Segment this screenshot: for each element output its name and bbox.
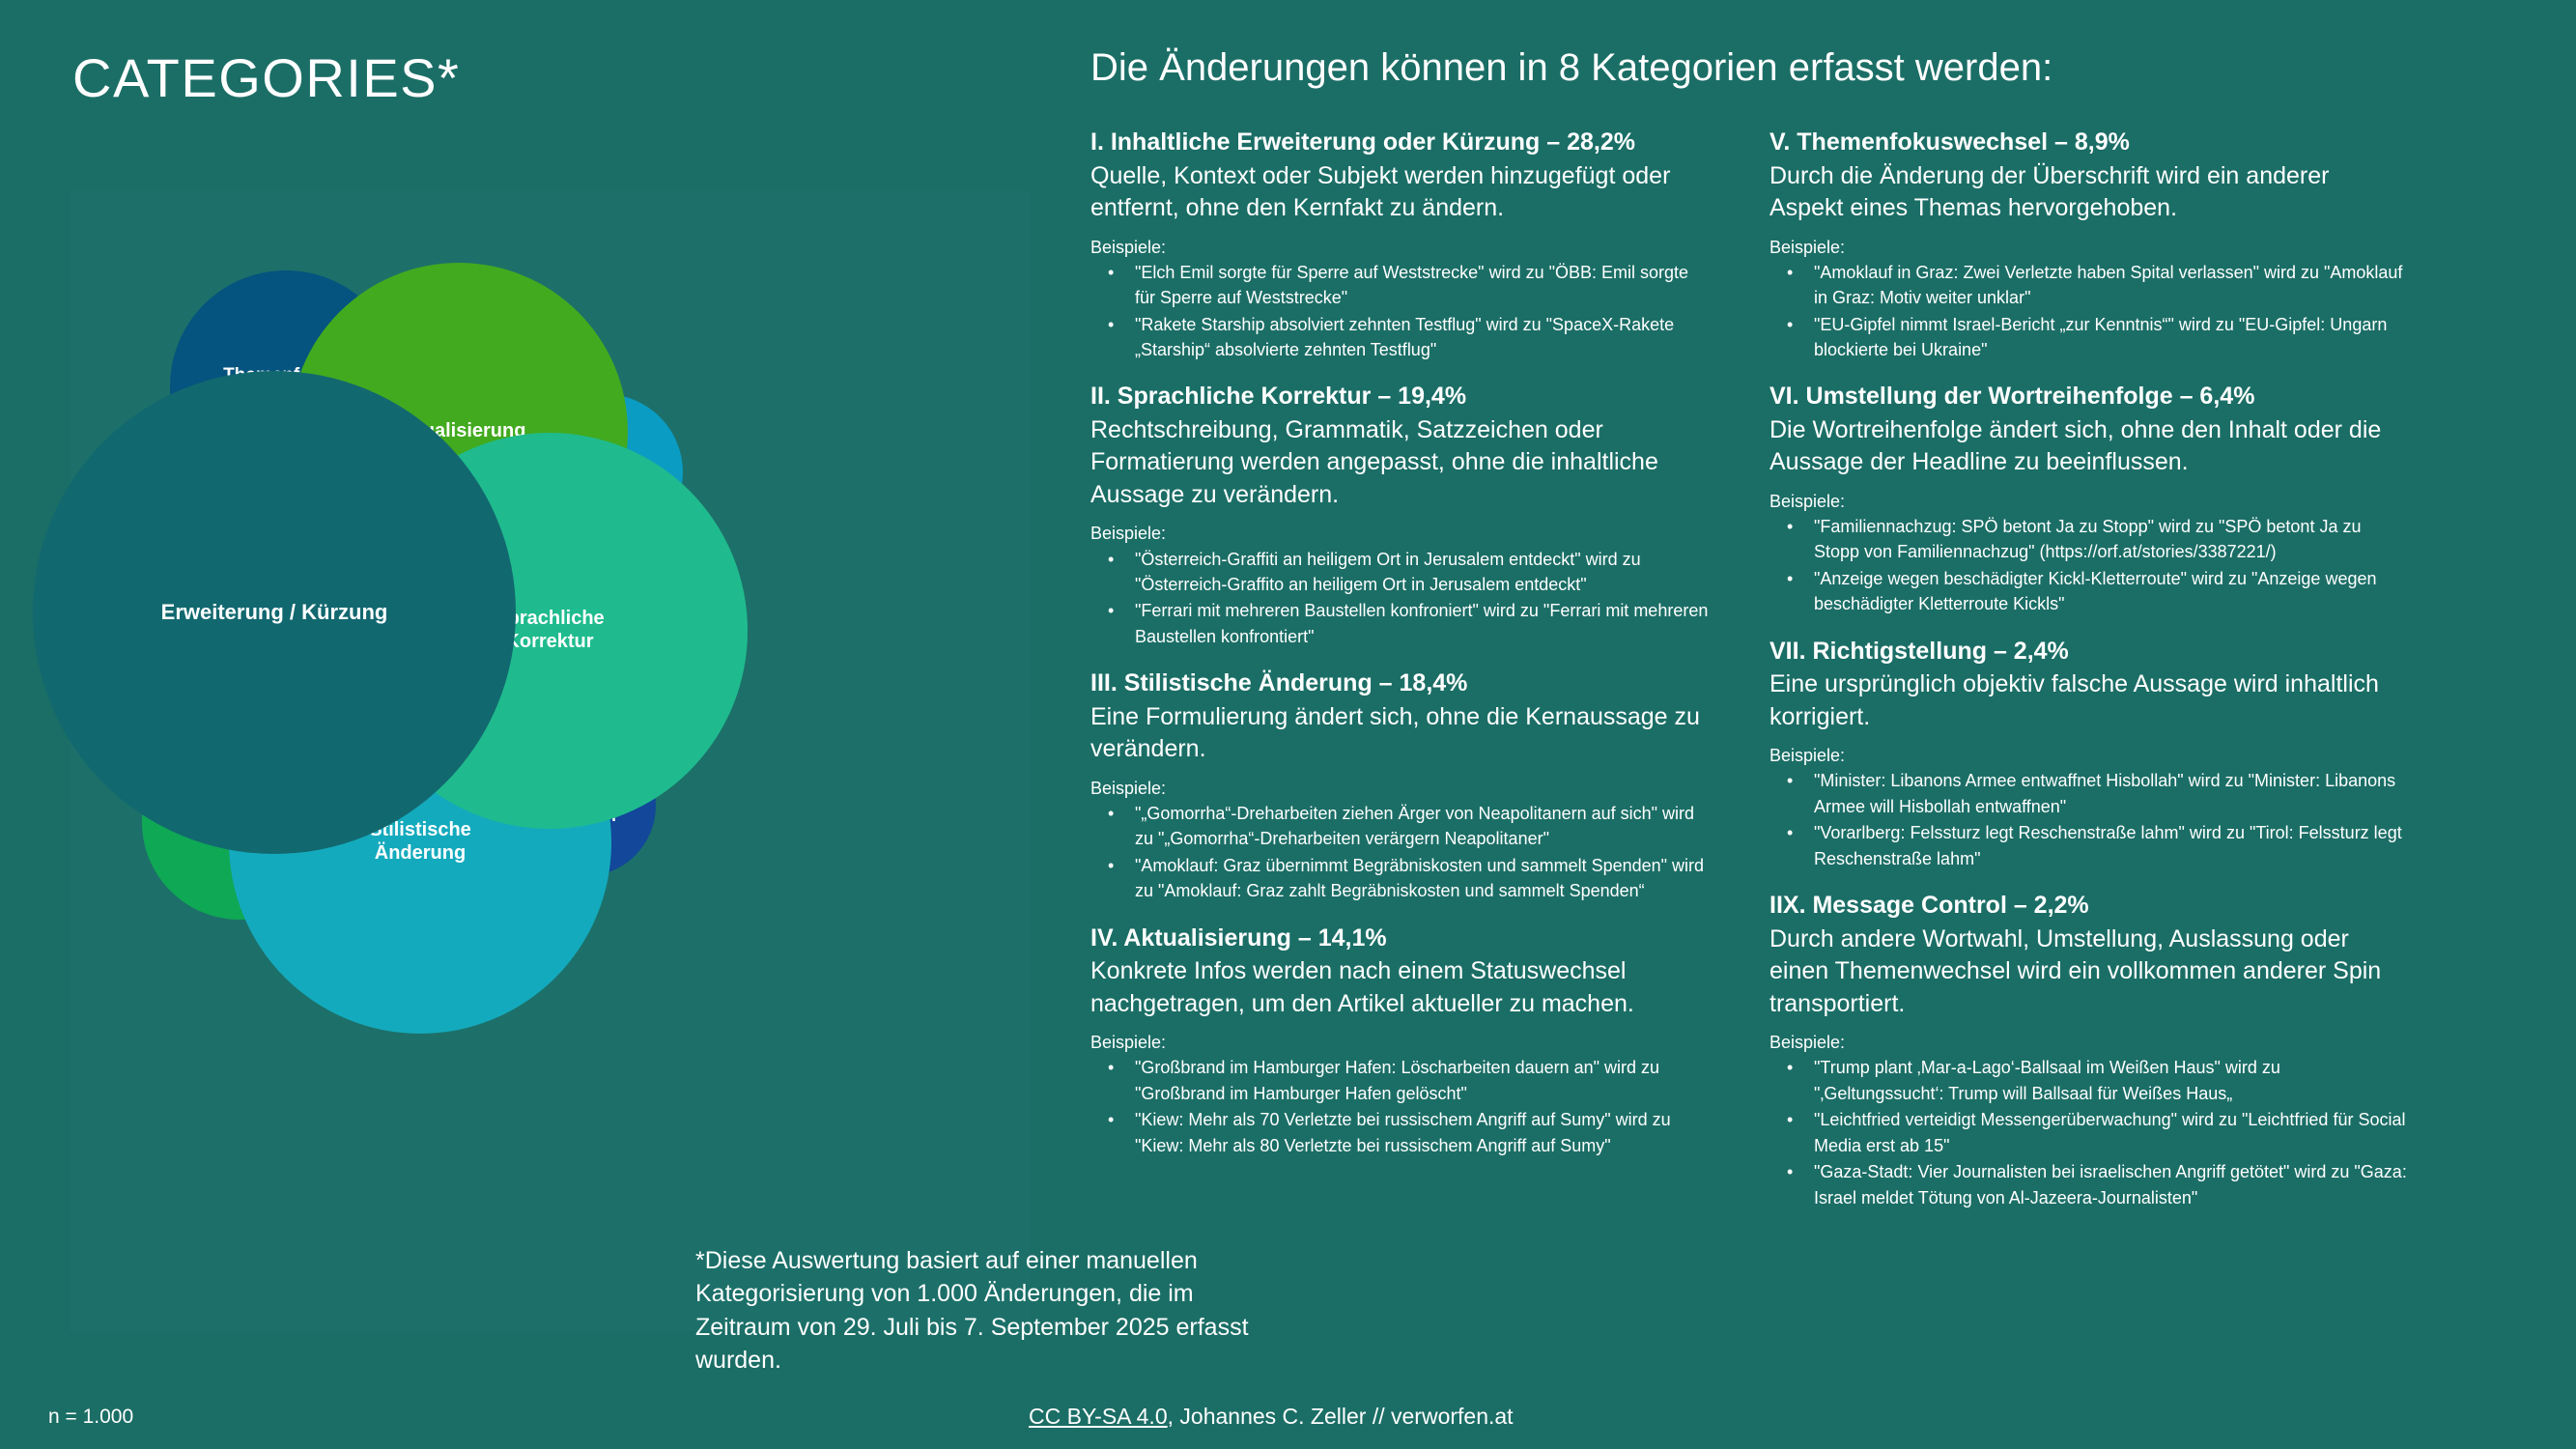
bubble-label: Erweiterung / Kürzung — [160, 600, 388, 625]
example-item: "Vorarlberg: Felssturz legt Reschenstraß… — [1769, 820, 2407, 871]
category-heading: V. Themenfokuswechsel – 8,9% — [1769, 128, 2130, 156]
section-headline: Die Änderungen können in 8 Kategorien er… — [1090, 46, 2053, 89]
footnote-text: *Diese Auswertung basiert auf einer manu… — [695, 1247, 1249, 1374]
example-item: "Elch Emil sorgte für Sperre auf Weststr… — [1090, 260, 1709, 311]
category-description: Durch die Änderung der Überschrift wird … — [1769, 161, 2330, 222]
example-item: "Ferrari mit mehreren Baustellen konfron… — [1090, 598, 1709, 649]
credit-author: , Johannes C. Zeller // verworfen.at — [1167, 1404, 1514, 1429]
category-heading: IV. Aktualisierung – 14,1% — [1090, 923, 1387, 952]
example-item: "Minister: Libanons Armee entwaffnet His… — [1769, 768, 2407, 819]
example-item: "Leichtfried verteidigt Messengerüberwac… — [1769, 1107, 2407, 1158]
examples-label: Beispiele: — [1090, 1033, 1167, 1053]
category-heading: I. Inhaltliche Erweiterung oder Kürzung … — [1090, 128, 1636, 156]
bubble-label: Sprachliche Korrektur — [495, 608, 605, 652]
category-description: Quelle, Kontext oder Subjekt werden hinz… — [1090, 161, 1671, 222]
category-block: V. Themenfokuswechsel – 8,9% Durch die Än… — [1769, 126, 2407, 362]
example-item: "Amoklauf: Graz übernimmt Begräbniskoste… — [1090, 853, 1709, 904]
examples-list: "Großbrand im Hamburger Hafen: Löscharbe… — [1090, 1055, 1709, 1158]
bubble-chart: Erweiterung / Kürzung Sprachliche Korrekt… — [33, 191, 1031, 1331]
category-heading: III. Stilistische Änderung – 18,4% — [1090, 669, 1468, 697]
category-column-left: I. Inhaltliche Erweiterung oder Kürzung … — [1090, 126, 1709, 1176]
category-description: Konkrete Infos werden nach einem Statusw… — [1090, 957, 1634, 1017]
example-item: "Trump plant ‚Mar-a-Lago‘-Ballsaal im We… — [1769, 1055, 2407, 1106]
examples-label: Beispiele: — [1769, 1033, 1846, 1053]
category-block: IV. Aktualisierung – 14,1% Konkrete Infos… — [1090, 922, 1709, 1158]
category-description: Die Wortreihenfolge ändert sich, ohne de… — [1769, 415, 2382, 476]
category-description: Durch andere Wortwahl, Umstellung, Ausla… — [1769, 924, 2382, 1017]
examples-label: Beispiele: — [1769, 746, 1846, 766]
example-item: "Großbrand im Hamburger Hafen: Löscharbe… — [1090, 1055, 1709, 1106]
example-item: "Anzeige wegen beschädigter Kickl-Klette… — [1769, 566, 2407, 617]
text-area: Die Änderungen können in 8 Kategorien er… — [1082, 0, 2531, 1449]
category-block: III. Stilistische Änderung – 18,4% Eine F… — [1090, 667, 1709, 903]
example-item: "Familiennachzug: SPÖ betont Ja zu Stopp… — [1769, 514, 2407, 565]
example-item: "Gaza-Stadt: Vier Journalisten bei israe… — [1769, 1159, 2407, 1210]
example-item: "EU-Gipfel nimmt Israel-Bericht „zur Ken… — [1769, 312, 2407, 363]
category-heading: II. Sprachliche Korrektur – 19,4% — [1090, 383, 1467, 411]
example-item: "Österreich-Graffiti an heiligem Ort in … — [1090, 547, 1709, 598]
examples-list: "Amoklauf in Graz: Zwei Verletzte haben … — [1769, 260, 2407, 363]
examples-label: Beispiele: — [1769, 237, 1846, 257]
examples-list: "Familiennachzug: SPÖ betont Ja zu Stopp… — [1769, 514, 2407, 617]
example-item: "Rakete Starship absolviert zehnten Test… — [1090, 312, 1709, 363]
examples-label: Beispiele: — [1769, 491, 1846, 511]
category-heading: VI. Umstellung der Wortreihenfolge – 6,4… — [1769, 383, 2255, 411]
examples-list: "Österreich-Graffiti an heiligem Ort in … — [1090, 547, 1709, 650]
examples-list: "„Gomorrha“-Dreharbeiten ziehen Ärger vo… — [1090, 801, 1709, 904]
category-description: Eine ursprünglich objektiv falsche Aussa… — [1769, 670, 2379, 730]
credit-line: CC BY-SA 4.0, Johannes C. Zeller // verw… — [1029, 1404, 1514, 1430]
page-title: CATEGORIES* — [72, 47, 461, 108]
examples-list: "Minister: Libanons Armee entwaffnet His… — [1769, 768, 2407, 871]
category-heading: IIX. Message Control – 2,2% — [1769, 892, 2089, 920]
example-item: "„Gomorrha“-Dreharbeiten ziehen Ärger vo… — [1090, 801, 1709, 852]
examples-label: Beispiele: — [1090, 237, 1167, 257]
category-block: II. Sprachliche Korrektur – 19,4% Rechtsc… — [1090, 380, 1709, 649]
category-column-right: V. Themenfokuswechsel – 8,9% Durch die Än… — [1769, 126, 2407, 1228]
examples-label: Beispiele: — [1090, 524, 1167, 544]
examples-list: "Elch Emil sorgte für Sperre auf Weststr… — [1090, 260, 1709, 363]
category-block: I. Inhaltliche Erweiterung oder Kürzung … — [1090, 126, 1709, 362]
example-item: "Kiew: Mehr als 70 Verletzte bei russisc… — [1090, 1107, 1709, 1158]
example-item: "Amoklauf in Graz: Zwei Verletzte haben … — [1769, 260, 2407, 311]
sample-size-label: n = 1.000 — [48, 1406, 134, 1428]
category-block: IIX. Message Control – 2,2% Durch andere … — [1769, 889, 2407, 1210]
category-description: Rechtschreibung, Grammatik, Satzzeichen … — [1090, 415, 1658, 508]
category-block: VI. Umstellung der Wortreihenfolge – 6,4… — [1769, 380, 2407, 616]
examples-list: "Trump plant ‚Mar-a-Lago‘-Ballsaal im We… — [1769, 1055, 2407, 1210]
bubble-label: Stilistische Änderung — [369, 819, 471, 864]
bubble-1: Erweiterung / Kürzung — [33, 371, 516, 854]
category-heading: VII. Richtigstellung – 2,4% — [1769, 637, 2069, 665]
category-description: Eine Formulierung ändert sich, ohne die … — [1090, 702, 1700, 763]
category-block: VII. Richtigstellung – 2,4% Eine ursprüng… — [1769, 635, 2407, 871]
examples-label: Beispiele: — [1090, 778, 1167, 798]
license-link[interactable]: CC BY-SA 4.0 — [1029, 1404, 1168, 1429]
